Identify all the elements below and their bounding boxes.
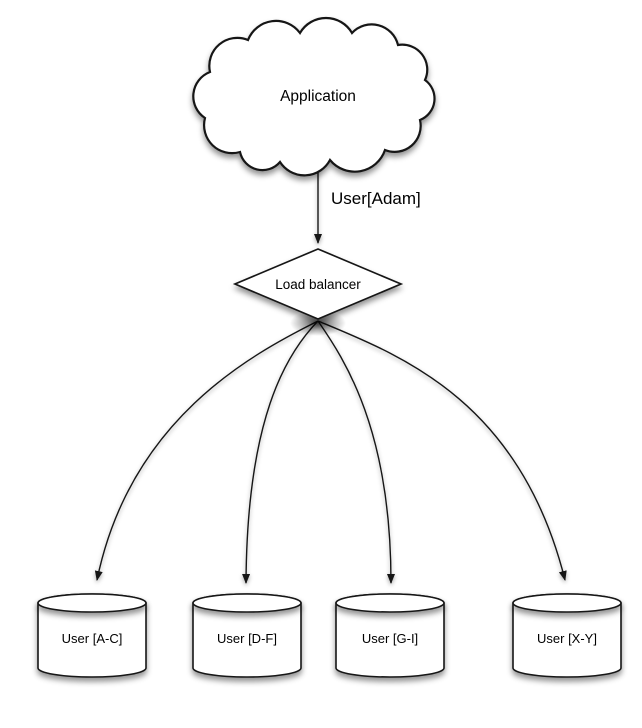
lb-to-shard-arrow-2 (242, 320, 319, 584)
arrow-convergence-smudge (290, 310, 346, 336)
lb-to-shard-arrow-4 (317, 320, 567, 581)
load-balancer-diamond-shape (232, 248, 404, 320)
cylinder-top (37, 593, 147, 613)
shard-label-3: User [G-I] (362, 631, 418, 646)
shard-label-2: User [D-F] (217, 631, 277, 646)
cylinder-top (192, 593, 302, 613)
shard-label-4: User [X-Y] (537, 631, 597, 646)
application-cloud-shape (192, 16, 436, 177)
shard-cylinder-1: User [A-C] (37, 593, 147, 678)
cylinder-top (335, 593, 445, 613)
shard-cylinder-4: User [X-Y] (512, 593, 622, 678)
load-balancer-node-label: Load balancer (275, 277, 361, 292)
application-node-label: Application (280, 88, 356, 105)
edge-label-user-adam: User[Adam] (331, 189, 421, 208)
shard-cylinder-2: User [D-F] (192, 593, 302, 678)
shard-cylinder-3: User [G-I] (335, 593, 445, 678)
lb-to-shard-arrow-3 (317, 320, 395, 584)
shard-label-1: User [A-C] (62, 631, 123, 646)
cylinder-top (512, 593, 622, 613)
lb-to-shard-arrow-1 (94, 320, 319, 581)
